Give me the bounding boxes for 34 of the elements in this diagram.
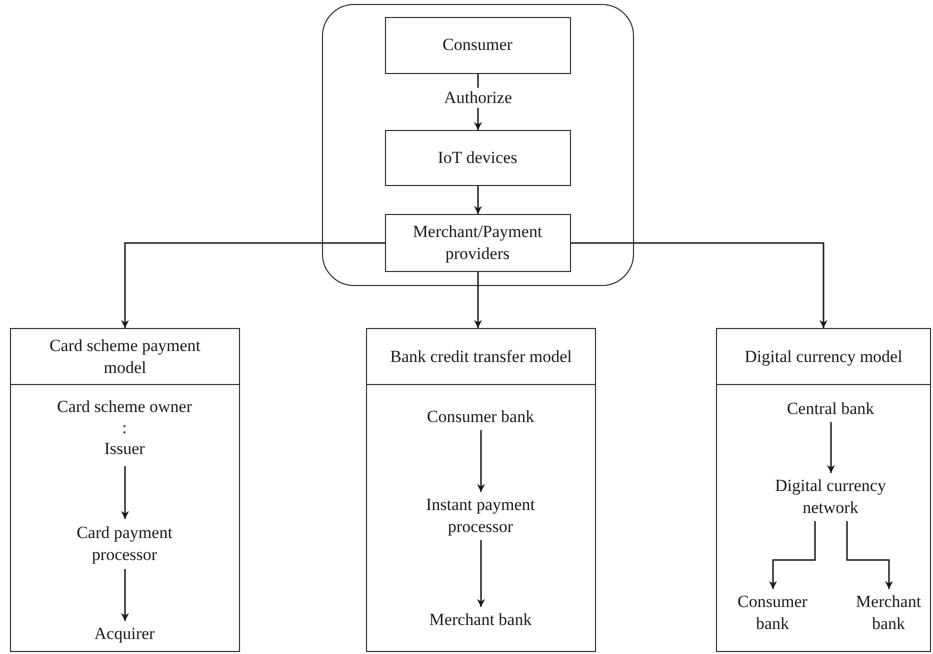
node-label: Digital currency network bbox=[746, 472, 916, 520]
node-label: Central bank bbox=[750, 396, 910, 422]
process-box: Merchant/Payment providers bbox=[384, 214, 570, 272]
panel-header: Bank credit transfer model bbox=[367, 329, 595, 385]
node-label: Merchant bank bbox=[380, 606, 580, 632]
arrow bbox=[827, 422, 835, 473]
node-label: Consumer bank bbox=[380, 404, 580, 430]
node-label: Merchant bank bbox=[848, 588, 928, 636]
arrow bbox=[571, 242, 828, 328]
node-label: Consumer bank bbox=[728, 588, 818, 636]
node-label: Issuer bbox=[104, 438, 145, 460]
arrow bbox=[121, 466, 129, 519]
model-panel bbox=[10, 328, 240, 652]
panel-header: Digital currency model bbox=[717, 329, 930, 385]
node-label: Acquirer bbox=[24, 620, 224, 646]
rounded-container bbox=[322, 4, 634, 286]
arrow bbox=[121, 242, 385, 328]
arrow bbox=[477, 540, 485, 607]
arrow bbox=[474, 186, 482, 214]
arrow bbox=[477, 430, 485, 492]
arrow bbox=[121, 569, 129, 621]
arrow bbox=[769, 521, 816, 589]
node-label: Instant payment processor bbox=[406, 492, 556, 540]
node-label: Card scheme owner bbox=[56, 396, 192, 417]
node-label: Card payment processor bbox=[44, 518, 204, 568]
edge-label: Authorize bbox=[442, 88, 514, 108]
model-panel bbox=[716, 328, 931, 652]
panel-header: Card scheme payment model bbox=[11, 329, 239, 385]
process-box: IoT devices bbox=[384, 130, 570, 186]
arrow bbox=[474, 272, 482, 328]
arrow bbox=[846, 521, 893, 589]
node-label: : bbox=[122, 416, 127, 438]
process-box: Consumer bbox=[384, 16, 570, 74]
model-panel bbox=[366, 328, 596, 652]
